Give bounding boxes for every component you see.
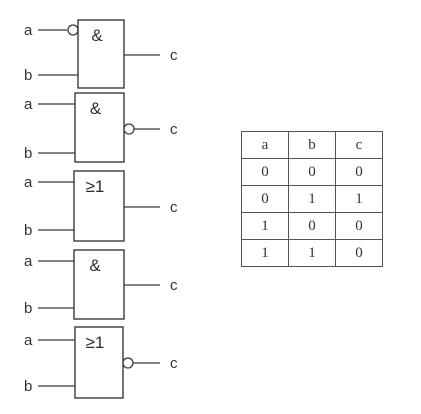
- truth-table-cell: 1: [335, 185, 383, 213]
- input-b-label: b: [24, 378, 32, 395]
- truth-table: a b c 0 0 0 0 1 1 1 0 0 1 1 0: [241, 131, 383, 267]
- truth-table-row: 1 0 0: [241, 212, 383, 240]
- input-b-label: b: [24, 300, 32, 317]
- truth-table-row: 1 1 0: [241, 239, 383, 267]
- input-b-label: b: [24, 67, 32, 84]
- truth-table-cell: 1: [241, 239, 289, 267]
- gate-body: [74, 326, 124, 399]
- input-a-label: a: [24, 253, 33, 270]
- truth-table-header: c: [335, 131, 383, 159]
- output-c-label: c: [170, 277, 178, 294]
- input-b-label: b: [24, 222, 32, 239]
- truth-table-header: b: [288, 131, 336, 159]
- input-a-label: a: [24, 96, 33, 113]
- input-b-label: b: [24, 145, 32, 162]
- gate-symbol: ≥1: [86, 333, 105, 352]
- output-c-label: c: [170, 199, 178, 216]
- truth-table-cell: 0: [288, 212, 336, 240]
- logic-gate: ≥1 a b c: [24, 170, 178, 242]
- gate-symbol: &: [90, 99, 102, 118]
- truth-table-row: 0 1 1: [241, 185, 383, 213]
- truth-table-header: a: [241, 131, 289, 159]
- logic-gate: & a b c: [24, 249, 178, 320]
- truth-table-cell: 0: [335, 212, 383, 240]
- gate-body: [77, 19, 125, 89]
- output-inversion-bubble: [123, 123, 135, 135]
- input-inversion-bubble: [67, 24, 79, 36]
- truth-table-cell: 1: [288, 185, 336, 213]
- input-a-label: a: [24, 174, 33, 191]
- truth-table-cell: 0: [335, 158, 383, 186]
- truth-table-cell: 0: [335, 239, 383, 267]
- input-a-label: a: [24, 22, 33, 39]
- output-inversion-bubble: [122, 357, 134, 369]
- gate-symbol: &: [91, 26, 103, 45]
- truth-table-header-row: a b c: [241, 131, 383, 159]
- truth-table-cell: 1: [288, 239, 336, 267]
- truth-table-cell: 0: [241, 158, 289, 186]
- gate-symbol: ≥1: [86, 177, 105, 196]
- gate-body: [73, 170, 125, 242]
- truth-table-cell: 0: [288, 158, 336, 186]
- logic-gate: ≥1 a b c: [24, 326, 178, 399]
- gate-body: [73, 249, 125, 320]
- truth-table-row: 0 0 0: [241, 158, 383, 186]
- gate-body: [74, 92, 125, 163]
- input-a-label: a: [24, 332, 33, 349]
- truth-table-cell: 0: [241, 185, 289, 213]
- logic-gate: & a b c: [24, 19, 178, 89]
- logic-gate: & a b c: [24, 92, 178, 163]
- output-c-label: c: [170, 121, 178, 138]
- truth-table-cell: 1: [241, 212, 289, 240]
- output-c-label: c: [170, 47, 178, 64]
- output-c-label: c: [170, 355, 178, 372]
- gate-symbol: &: [89, 256, 101, 275]
